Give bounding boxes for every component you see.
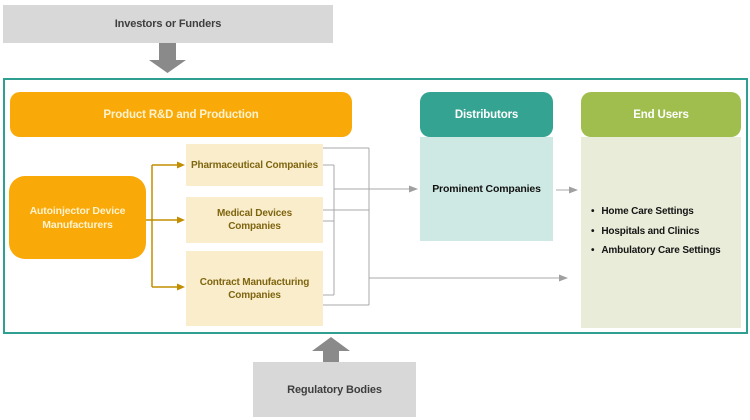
list-item: • Home Care Settings — [591, 206, 721, 219]
product-rd-header: Product R&D and Production — [10, 92, 352, 137]
distributors-header: Distributors — [420, 92, 553, 137]
manufacturer-label: Autoinjector Device Manufacturers — [29, 204, 126, 231]
down-arrow-icon — [149, 43, 186, 73]
end-user-label: Hospitals and Clinics — [601, 225, 700, 237]
medical-devices-box: Medical Devices Companies — [186, 197, 323, 243]
list-item: • Hospitals and Clinics — [591, 226, 721, 239]
end-users-list: • Home Care Settings • Hospitals and Cli… — [581, 137, 721, 265]
distributors-header-label: Distributors — [454, 108, 519, 121]
list-item: • Ambulatory Care Settings — [591, 245, 721, 258]
investors-box: Investors or Funders — [3, 5, 333, 43]
contract-manufacturing-box: Contract Manufacturing Companies — [186, 251, 323, 326]
distributors-body: Prominent Companies — [420, 137, 553, 241]
end-users-header: End Users — [581, 92, 741, 137]
pharma-companies-label: Pharmaceutical Companies — [191, 159, 319, 171]
up-arrow-icon — [312, 337, 350, 362]
medical-devices-label: Medical Devices Companies — [216, 208, 293, 232]
investors-label: Investors or Funders — [114, 18, 222, 30]
end-users-body: • Home Care Settings • Hospitals and Cli… — [581, 137, 741, 328]
contract-manufacturing-label: Contract Manufacturing Companies — [199, 276, 310, 301]
product-rd-header-label: Product R&D and Production — [103, 108, 259, 121]
end-user-label: Home Care Settings — [601, 206, 694, 217]
pharma-companies-box: Pharmaceutical Companies — [186, 144, 323, 186]
manufacturer-box: Autoinjector Device Manufacturers — [9, 176, 146, 259]
regulatory-bodies-box: Regulatory Bodies — [253, 362, 416, 417]
bullet-icon: • — [591, 225, 595, 237]
bullet-icon: • — [591, 245, 595, 256]
bullet-icon: • — [591, 206, 595, 217]
regulatory-bodies-label: Regulatory Bodies — [287, 383, 382, 396]
end-users-header-label: End Users — [633, 108, 689, 121]
prominent-companies-label: Prominent Companies — [432, 183, 541, 195]
end-user-label: Ambulatory Care Settings — [601, 245, 721, 256]
